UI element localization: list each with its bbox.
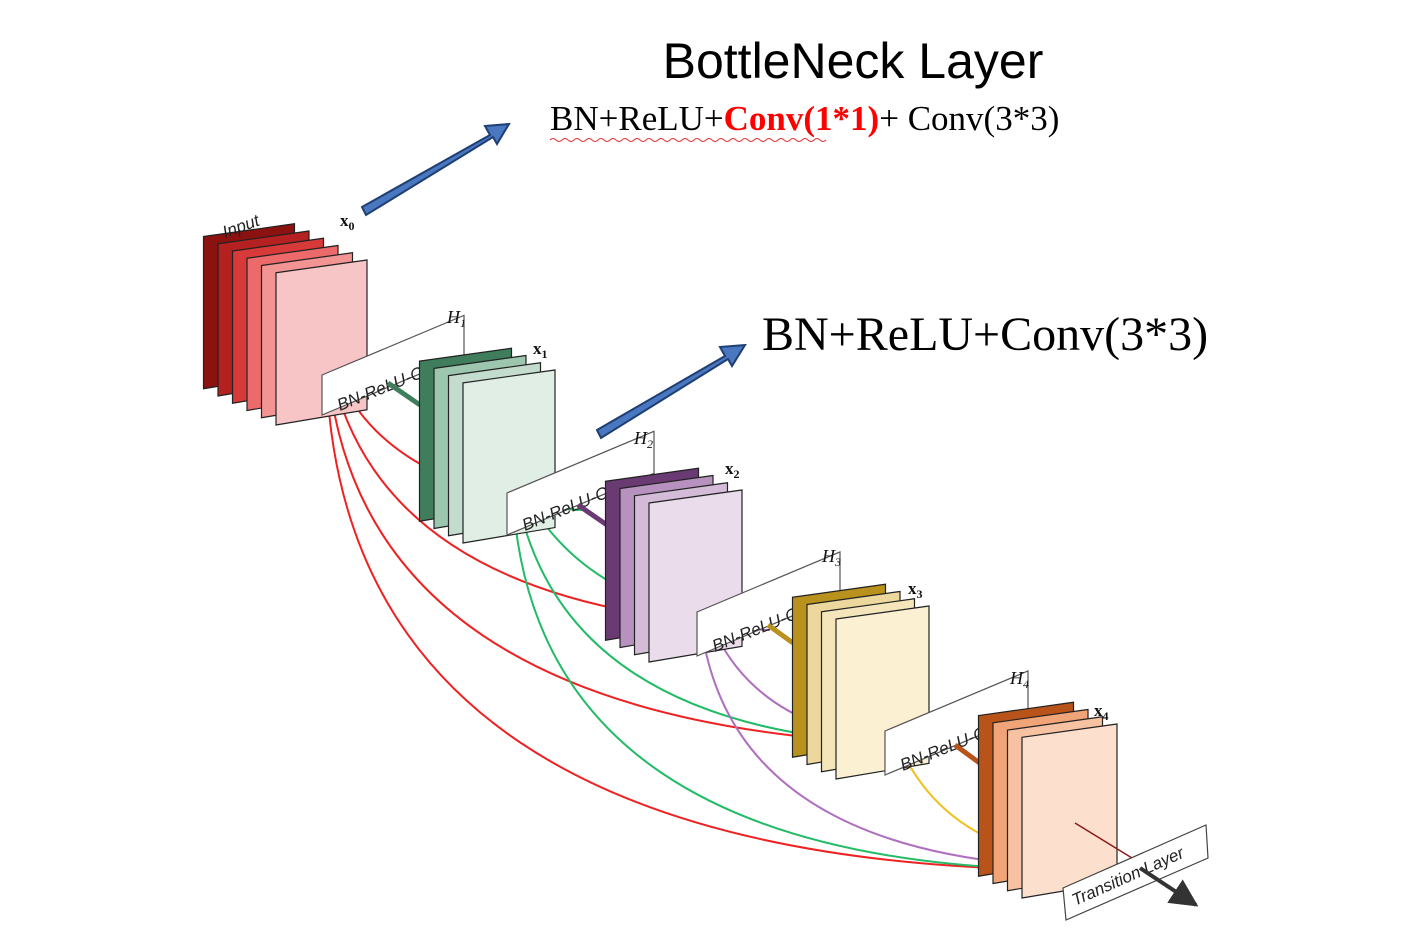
bottleneck-title: BottleNeck Layer <box>663 33 1044 89</box>
x-subscript: 4 <box>1103 709 1109 723</box>
conv-link-x4 <box>953 742 983 767</box>
conv-link-x1 <box>386 380 422 408</box>
conv-box-frame <box>506 430 655 536</box>
bottleneck-formula-highlight: Conv(1*1) <box>724 99 880 138</box>
x4-inner-arrow <box>1074 822 1133 859</box>
h-subscript: 3 <box>834 555 841 569</box>
x-label-x1: x1 <box>533 339 548 361</box>
conn-x0-to-transition <box>324 339 1116 872</box>
conv-link-x2 <box>576 502 609 528</box>
h-subscript: 2 <box>647 437 653 451</box>
x-subscript: 1 <box>542 347 548 361</box>
x-label-x0: x0 <box>340 211 355 233</box>
h-label-x2: H2 <box>633 428 653 451</box>
x-subscript: 2 <box>734 467 740 481</box>
x-label-x2: x2 <box>725 459 740 481</box>
bottleneck-formula: BN+ReLU+Conv(1*1)+ Conv(3*3) <box>550 99 1059 138</box>
x-label-x4: x4 <box>1094 701 1109 723</box>
transition-arrow <box>1138 866 1199 907</box>
conv-link-x3 <box>766 622 795 646</box>
spell-underline <box>549 138 827 142</box>
arrow-to-plain-layer <box>595 343 747 440</box>
x-label-x3: x3 <box>908 579 923 601</box>
x-subscript: 0 <box>349 219 355 233</box>
arrow-to-bottleneck <box>360 122 511 217</box>
feature-blocks: x0BN-ReLU-Convx1H1BN-ReLU-Convx2H2BN-ReL… <box>202 211 1118 899</box>
h-label-x1: H1 <box>446 307 466 330</box>
bottleneck-formula-part3: + Conv(3*3) <box>879 99 1059 138</box>
h-label-x3: H3 <box>821 546 841 569</box>
plain-layer-formula: BN+ReLU+Conv(3*3) <box>762 308 1208 361</box>
h-subscript: 4 <box>1023 677 1029 691</box>
conn-x1-to-transition <box>510 461 1116 872</box>
h-subscript: 1 <box>460 316 466 330</box>
x-subscript: 3 <box>917 587 923 601</box>
conn-x0-to-h4 <box>325 339 931 746</box>
bottleneck-formula-part1: BN+ReLU+ <box>550 99 724 138</box>
